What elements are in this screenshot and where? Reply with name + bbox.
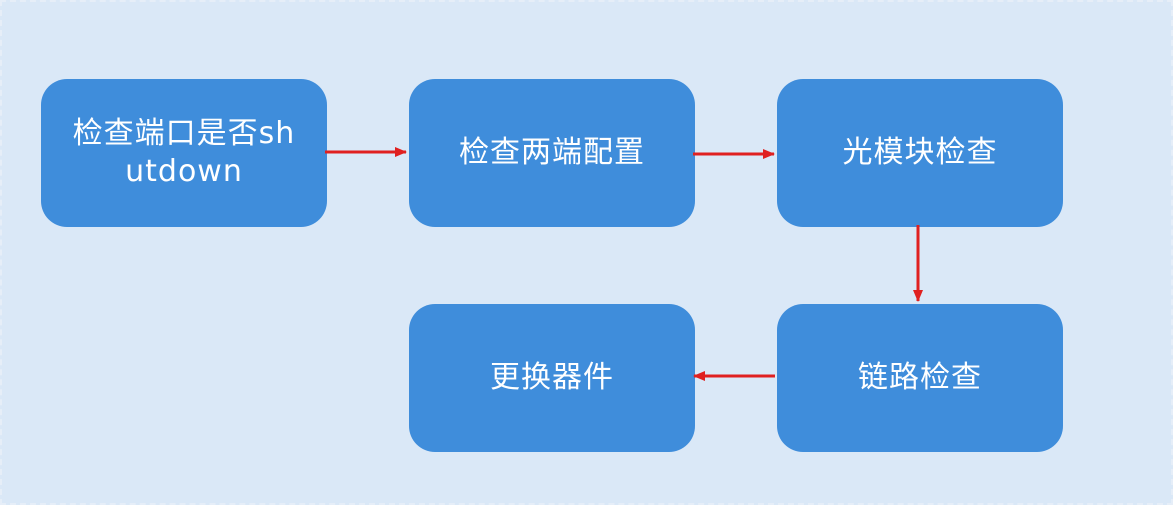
node-label: 光模块检查 [842, 135, 998, 170]
node-link-check: 链路检查 [777, 304, 1063, 452]
node-label: 链路检查 [858, 360, 982, 395]
node-optical-module-check: 光模块检查 [777, 79, 1063, 227]
node-check-both-ends-config: 检查两端配置 [409, 79, 695, 227]
node-label: 检查两端配置 [459, 135, 645, 170]
node-label: 检查端口是否shutdown [72, 116, 296, 189]
node-label: 更换器件 [490, 360, 614, 395]
node-check-port-shutdown: 检查端口是否shutdown [41, 79, 327, 227]
node-replace-device: 更换器件 [409, 304, 695, 452]
